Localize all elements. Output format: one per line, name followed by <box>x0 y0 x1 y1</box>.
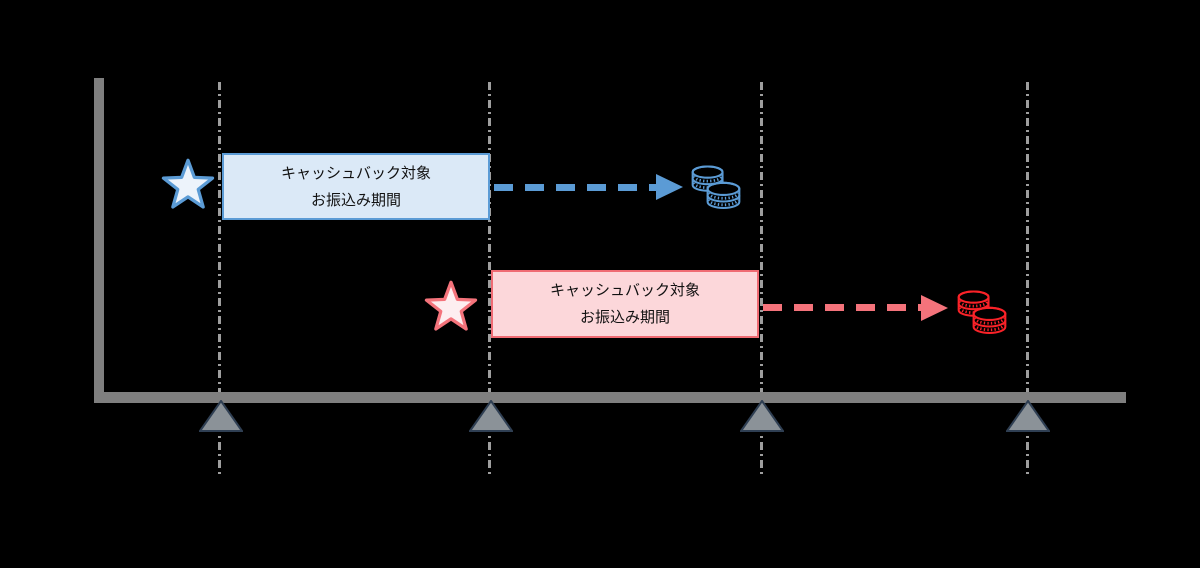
coin-stack-icon-red <box>957 290 1007 335</box>
y-axis-bar <box>94 78 104 403</box>
cashback-period-label-line1: キャッシュバック対象 <box>280 164 431 182</box>
arrowhead-icon-blue <box>656 174 683 200</box>
arrowhead-icon-pink <box>921 295 948 321</box>
triangle-marker-icon <box>1006 400 1050 432</box>
coin-stack-icon-blue <box>691 165 741 210</box>
dashed-arrow-pink <box>763 304 921 311</box>
cashback-period-label-line2: お振込み期間 <box>579 309 670 326</box>
timeline-gridline-3 <box>760 82 763 477</box>
cashback-period-label-line2: お振込み期間 <box>310 191 401 209</box>
timeline-gridline-1 <box>218 82 221 477</box>
star-icon <box>424 280 478 331</box>
cashback-period-box-blue: キャッシュバック対象 お振込み期間 <box>222 153 490 220</box>
timeline-gridline-4 <box>1026 82 1029 477</box>
timeline-gridline-2 <box>488 82 491 477</box>
triangle-marker-icon <box>469 400 513 432</box>
triangle-marker-icon <box>740 400 784 432</box>
dashed-arrow-blue <box>494 184 656 191</box>
timeline-axis-bar <box>94 392 1126 403</box>
star-icon <box>161 158 215 209</box>
triangle-marker-icon <box>199 400 243 432</box>
cashback-period-box-pink: キャッシュバック対象 お振込み期間 <box>491 270 759 338</box>
cashback-period-label-line1: キャッシュバック対象 <box>549 282 700 299</box>
